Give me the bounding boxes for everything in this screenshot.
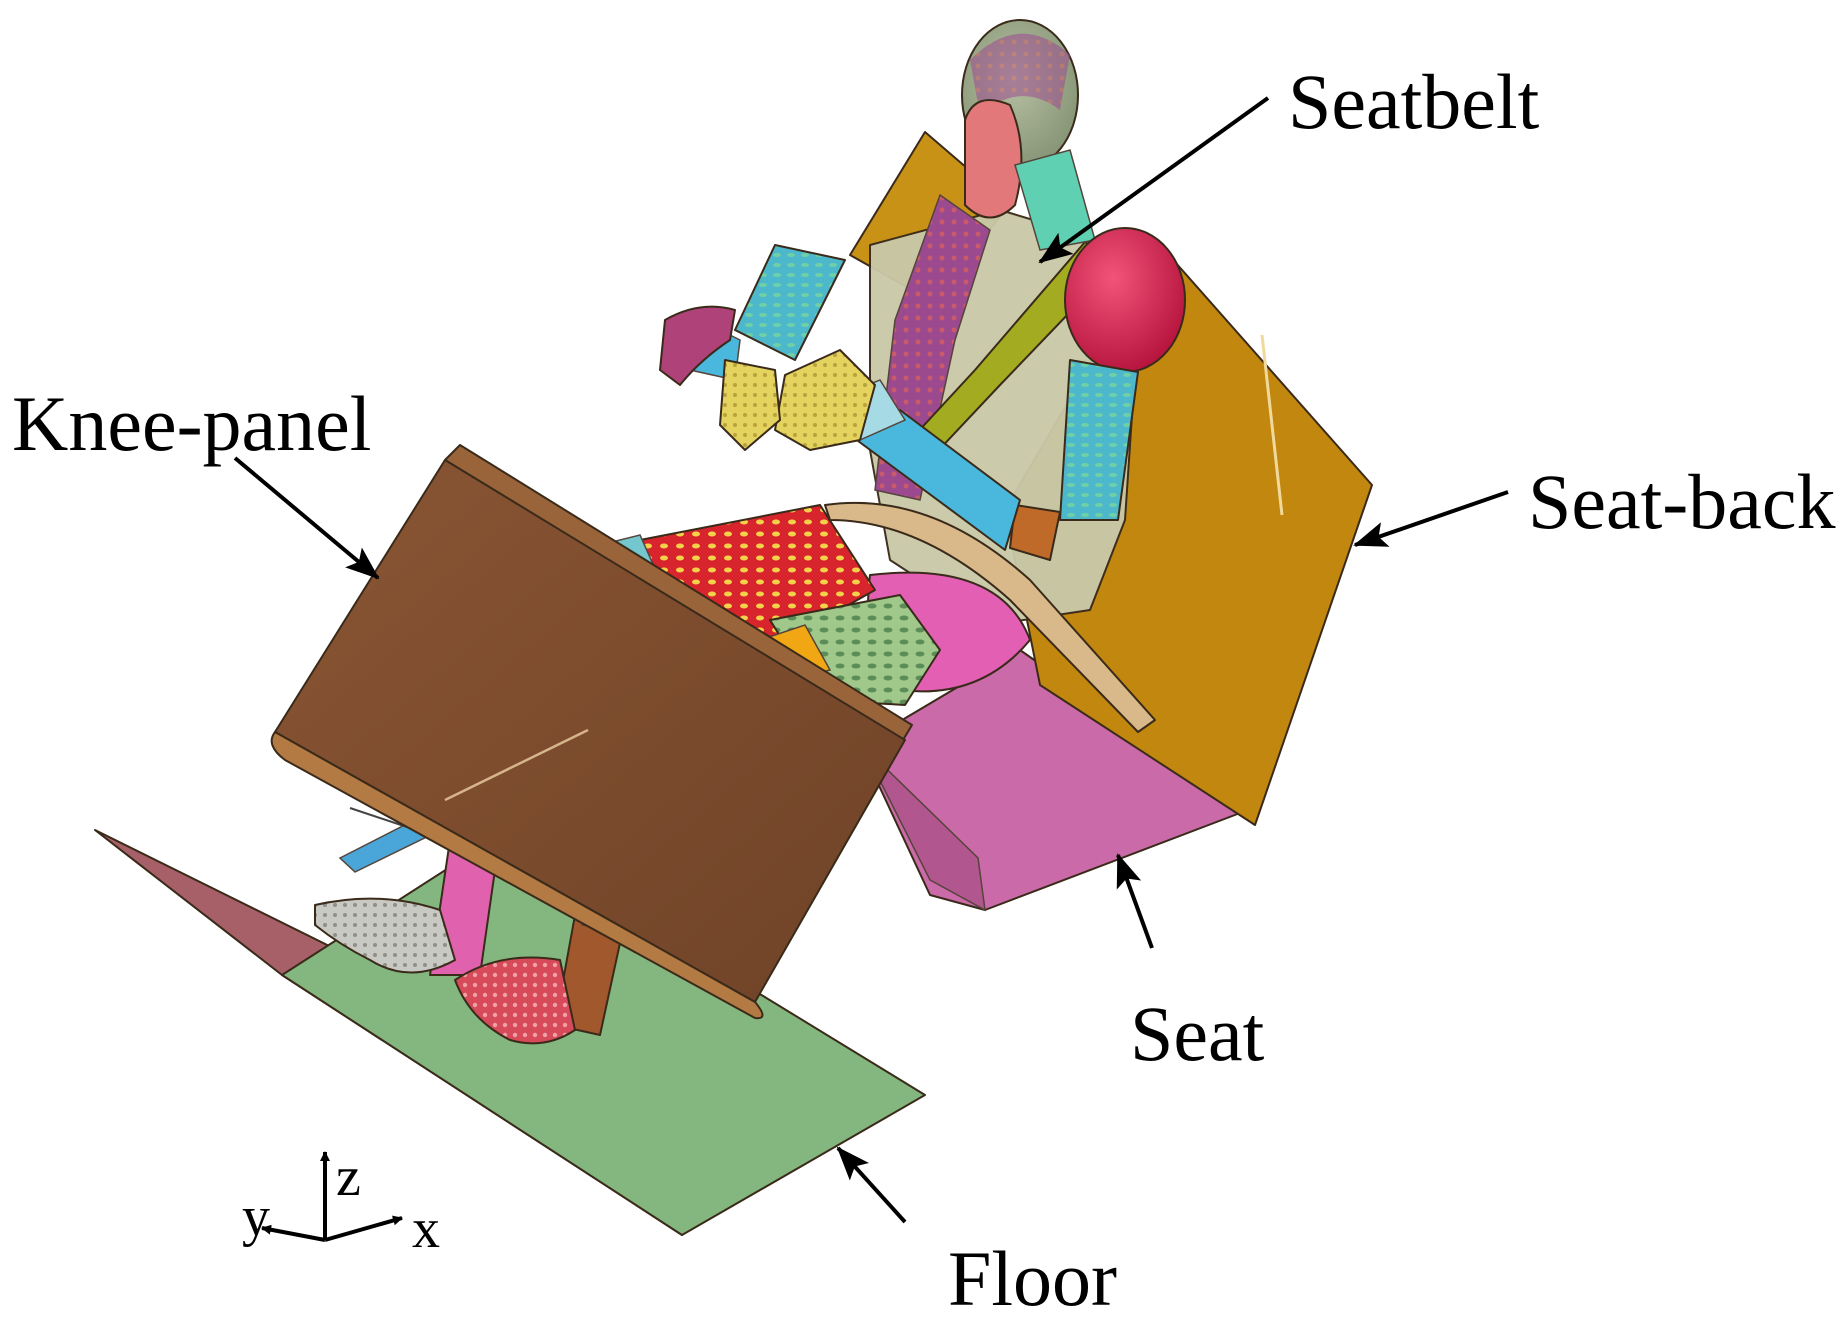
label-floor: Floor <box>948 1235 1117 1322</box>
seat-lip <box>861 744 986 912</box>
pedal-rod <box>349 807 411 829</box>
knee-panel-part <box>270 444 913 1020</box>
dummy-left-upper-arm <box>734 244 846 361</box>
axis-y-label: y <box>242 1186 270 1248</box>
dummy-left-glove <box>659 305 736 386</box>
axis-x-label: x <box>412 1198 440 1260</box>
label-knee-panel: Knee-panel <box>12 380 371 467</box>
knee-panel-bottom-flange <box>270 731 764 1020</box>
dummy-face <box>964 99 1023 219</box>
dummy-helmet-mesh <box>970 33 1070 115</box>
seat-leader-arrow <box>1116 853 1154 949</box>
dummy-right-hand <box>774 349 876 451</box>
seatbelt-lap-strap <box>824 501 1156 733</box>
label-seatbelt: Seatbelt <box>1288 58 1540 145</box>
label-seat: Seat <box>1130 990 1265 1077</box>
occupant-dummy <box>314 19 1186 1045</box>
seatbelt-leader-arrow <box>1038 96 1270 264</box>
knee-panel-leader-arrow <box>233 456 380 580</box>
dummy-left-foot <box>314 897 456 974</box>
dummy-right-upper-arm <box>1059 359 1139 521</box>
dummy-right-shoulder <box>1064 227 1186 373</box>
axis-x-arrow <box>324 1215 403 1242</box>
label-seat-back: Seat-back <box>1528 458 1836 545</box>
seat-back-crease <box>1260 334 1284 516</box>
knee-panel-crease <box>444 728 589 802</box>
dummy-right-elbow <box>1009 504 1061 561</box>
coordinate-triad: z x y <box>242 1146 440 1260</box>
seat-back-leader-arrow <box>1353 490 1509 547</box>
axis-y-arrow <box>261 1224 326 1242</box>
axis-z-label: z <box>336 1146 361 1208</box>
dummy-left-hand <box>719 359 781 451</box>
floor-leader-arrow <box>836 1146 907 1224</box>
dummy-right-foot <box>454 956 576 1045</box>
